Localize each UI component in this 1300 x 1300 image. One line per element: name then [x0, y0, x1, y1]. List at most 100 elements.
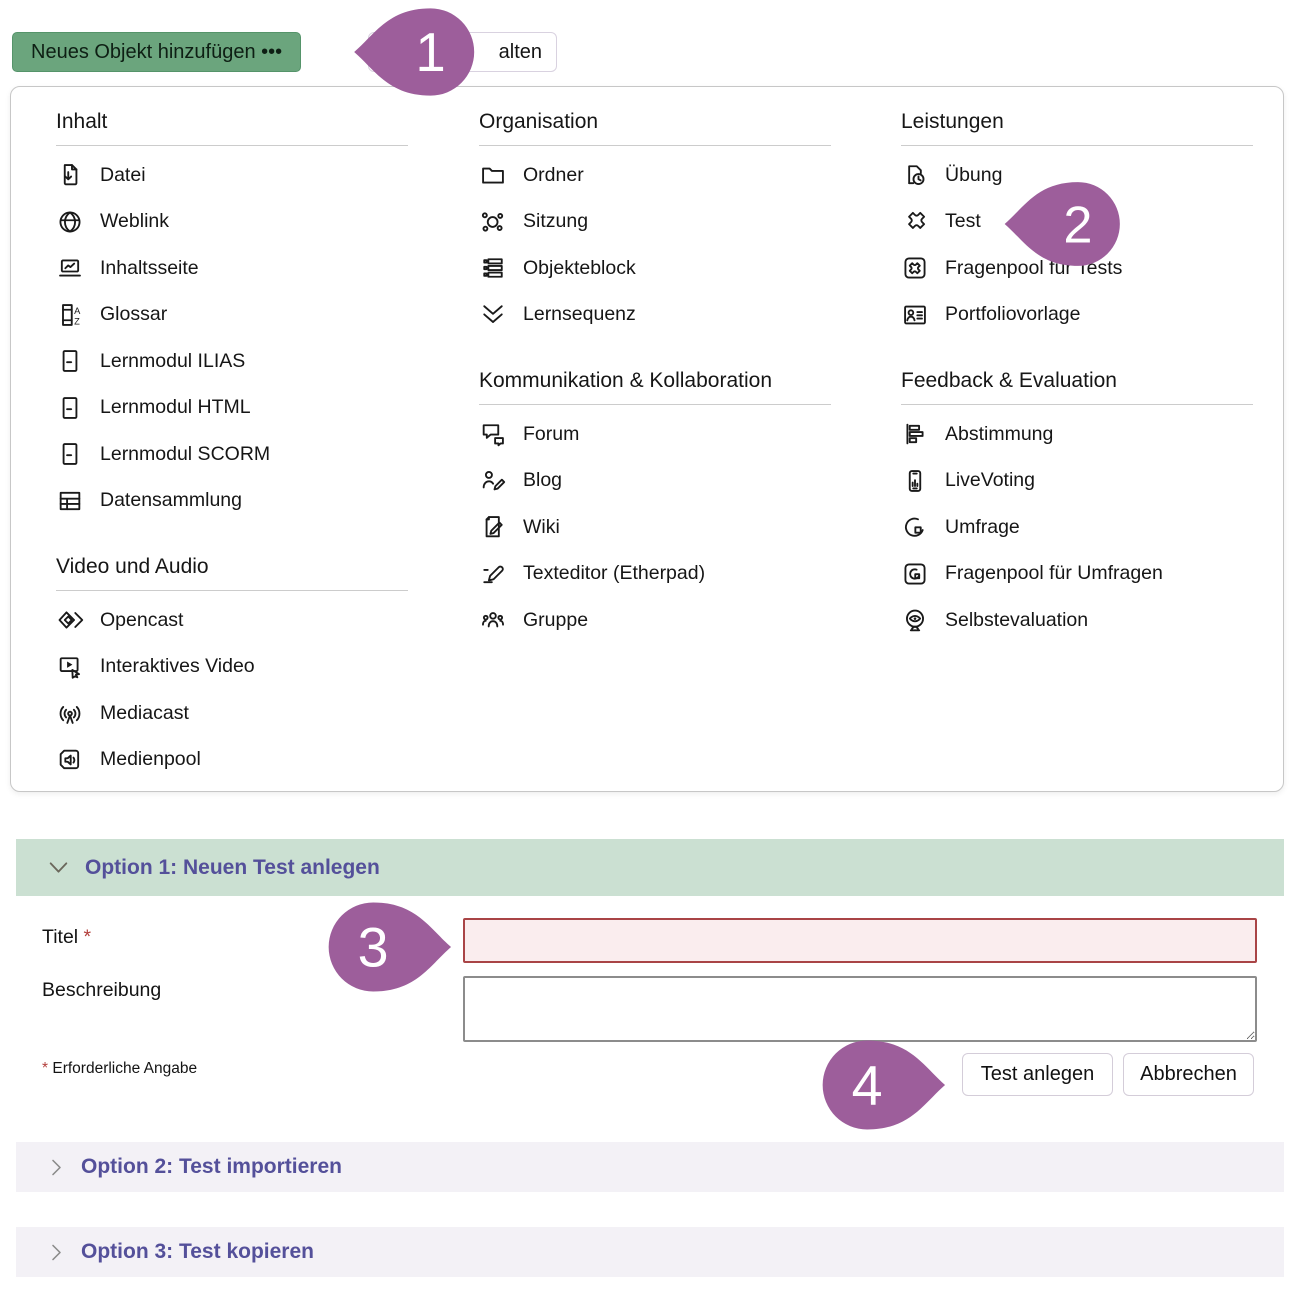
menu-item-datensammlung[interactable]: Datensammlung — [56, 478, 408, 525]
menu-item-label: Ordner — [523, 163, 584, 186]
menu-item-mediacast[interactable]: Mediacast — [56, 690, 408, 737]
self-evaluation-icon — [901, 606, 929, 634]
create-test-button[interactable]: Test anlegen — [962, 1053, 1113, 1096]
menu-item-label: Inhaltsseite — [100, 256, 199, 279]
data-table-icon — [56, 487, 84, 515]
exercise-icon — [901, 161, 929, 189]
menu-item-label: Übung — [945, 163, 1003, 186]
broadcast-icon — [56, 699, 84, 727]
menu-item-label: Portfoliovorlage — [945, 303, 1081, 326]
live-voting-icon — [901, 467, 929, 495]
menu-item-portfoliovorlage[interactable]: Portfoliovorlage — [901, 292, 1253, 339]
required-field-note: * Erforderliche Angabe — [42, 1060, 198, 1077]
menu-item-lernsequenz[interactable]: Lernsequenz — [479, 292, 831, 339]
callout-step-2: 2 — [996, 176, 1132, 272]
section-title: Inhalt — [56, 109, 408, 146]
svg-text:3: 3 — [358, 916, 389, 978]
menu-item-label: Datensammlung — [100, 489, 242, 512]
group-icon — [479, 606, 507, 634]
menu-item-selbstevaluation[interactable]: Selbstevaluation — [901, 597, 1253, 644]
menu-item-ordner[interactable]: Ordner — [479, 152, 831, 199]
dropdown-column-leistungen: Leistungen Übung Test Fragenpool für Tes… — [901, 109, 1253, 644]
menu-item-label: Medienpool — [100, 748, 201, 771]
menu-item-wiki[interactable]: Wiki — [479, 504, 831, 551]
dropdown-column-organisation: Organisation Ordner Sitzung Objekteblock… — [479, 109, 831, 644]
menu-item-label: Forum — [523, 422, 580, 445]
chevron-right-icon — [46, 1242, 67, 1263]
menu-item-lernmodul-html[interactable]: Lernmodul HTML — [56, 385, 408, 432]
menu-item-blog[interactable]: Blog — [479, 458, 831, 505]
svg-text:4: 4 — [852, 1054, 883, 1116]
menu-item-datei[interactable]: Datei — [56, 152, 408, 199]
svg-text:Z: Z — [74, 316, 80, 326]
section-title: Kommunikation & Kollabo­ration — [479, 368, 831, 405]
section-title: Feedback & Evaluation — [901, 368, 1253, 405]
accordion-option1-header[interactable]: Option 1: Neuen Test anlegen — [16, 839, 1284, 896]
menu-item-opencast[interactable]: Opencast — [56, 597, 408, 644]
menu-item-uebung[interactable]: Übung — [901, 152, 1253, 199]
menu-item-weblink[interactable]: Weblink — [56, 199, 408, 246]
menu-item-gruppe[interactable]: Gruppe — [479, 597, 831, 644]
accordion-title: Option 2: Test importieren — [81, 1155, 342, 1178]
menu-item-label: Objekteblock — [523, 256, 636, 279]
required-asterisk: * — [83, 926, 92, 948]
section-title: Leistungen — [901, 109, 1253, 146]
learning-module-icon — [56, 347, 84, 375]
menu-item-label: Fragenpool für Umfragen — [945, 562, 1163, 585]
portfolio-icon — [901, 301, 929, 329]
menu-item-interaktives-video[interactable]: Interaktives Video — [56, 644, 408, 691]
forum-icon — [479, 420, 507, 448]
text-editor-icon — [479, 560, 507, 588]
menu-item-sitzung[interactable]: Sitzung — [479, 199, 831, 246]
chevron-down-icon — [46, 855, 71, 880]
menu-item-label: Selbstevaluation — [945, 608, 1089, 631]
menu-item-livevoting[interactable]: LiveVoting — [901, 458, 1253, 505]
cancel-button[interactable]: Abbrechen — [1123, 1053, 1254, 1096]
callout-step-4: 4 — [814, 1034, 950, 1136]
title-input[interactable] — [463, 918, 1257, 963]
chevron-right-icon — [46, 1157, 67, 1178]
menu-item-label: Blog — [523, 469, 563, 492]
menu-item-label: Umfrage — [945, 515, 1020, 538]
folder-icon — [479, 161, 507, 189]
wiki-icon — [479, 513, 507, 541]
required-asterisk: * — [42, 1060, 49, 1077]
menu-item-label: Sitzung — [523, 210, 589, 233]
menu-item-label: Lernsequenz — [523, 303, 636, 326]
menu-item-test[interactable]: Test — [901, 199, 1253, 246]
menu-item-medienpool[interactable]: Medienpool — [56, 737, 408, 784]
add-object-button[interactable]: Neues Objekt hinzufügen ••• — [12, 32, 302, 72]
question-pool-survey-icon — [901, 560, 929, 588]
accordion-option3-header[interactable]: Option 3: Test kopieren — [16, 1227, 1284, 1277]
menu-item-label: Lernmodul HTML — [100, 396, 251, 419]
menu-item-inhaltsseite[interactable]: Inhaltsseite — [56, 245, 408, 292]
svg-text:A: A — [74, 306, 81, 316]
blog-icon — [479, 467, 507, 495]
menu-item-forum[interactable]: Forum — [479, 411, 831, 458]
menu-item-label: Glossar — [100, 303, 168, 326]
menu-item-texteditor[interactable]: Texteditor (Etherpad) — [479, 551, 831, 598]
menu-item-label: Datei — [100, 163, 146, 186]
globe-icon — [56, 208, 84, 236]
menu-item-label: Weblink — [100, 210, 170, 233]
media-pool-icon — [56, 746, 84, 774]
menu-item-label: LiveVoting — [945, 469, 1035, 492]
accordion-option2-header[interactable]: Option 2: Test importieren — [16, 1142, 1284, 1192]
description-textarea[interactable] — [463, 976, 1257, 1042]
menu-item-umfrage[interactable]: Umfrage — [901, 504, 1253, 551]
menu-item-label: Mediacast — [100, 701, 189, 724]
question-pool-test-icon — [901, 254, 929, 282]
menu-item-abstimmung[interactable]: Abstimmung — [901, 411, 1253, 458]
opencast-icon — [56, 606, 84, 634]
menu-item-lernmodul-ilias[interactable]: Lernmodul ILIAS — [56, 338, 408, 385]
menu-item-objekteblock[interactable]: Objekteblock — [479, 245, 831, 292]
menu-item-lernmodul-scorm[interactable]: Lernmodul SCORM — [56, 431, 408, 478]
title-field-label: Titel * — [42, 926, 92, 948]
menu-item-fragenpool-umfragen[interactable]: Fragenpool für Umfragen — [901, 551, 1253, 598]
content-page-icon — [56, 254, 84, 282]
